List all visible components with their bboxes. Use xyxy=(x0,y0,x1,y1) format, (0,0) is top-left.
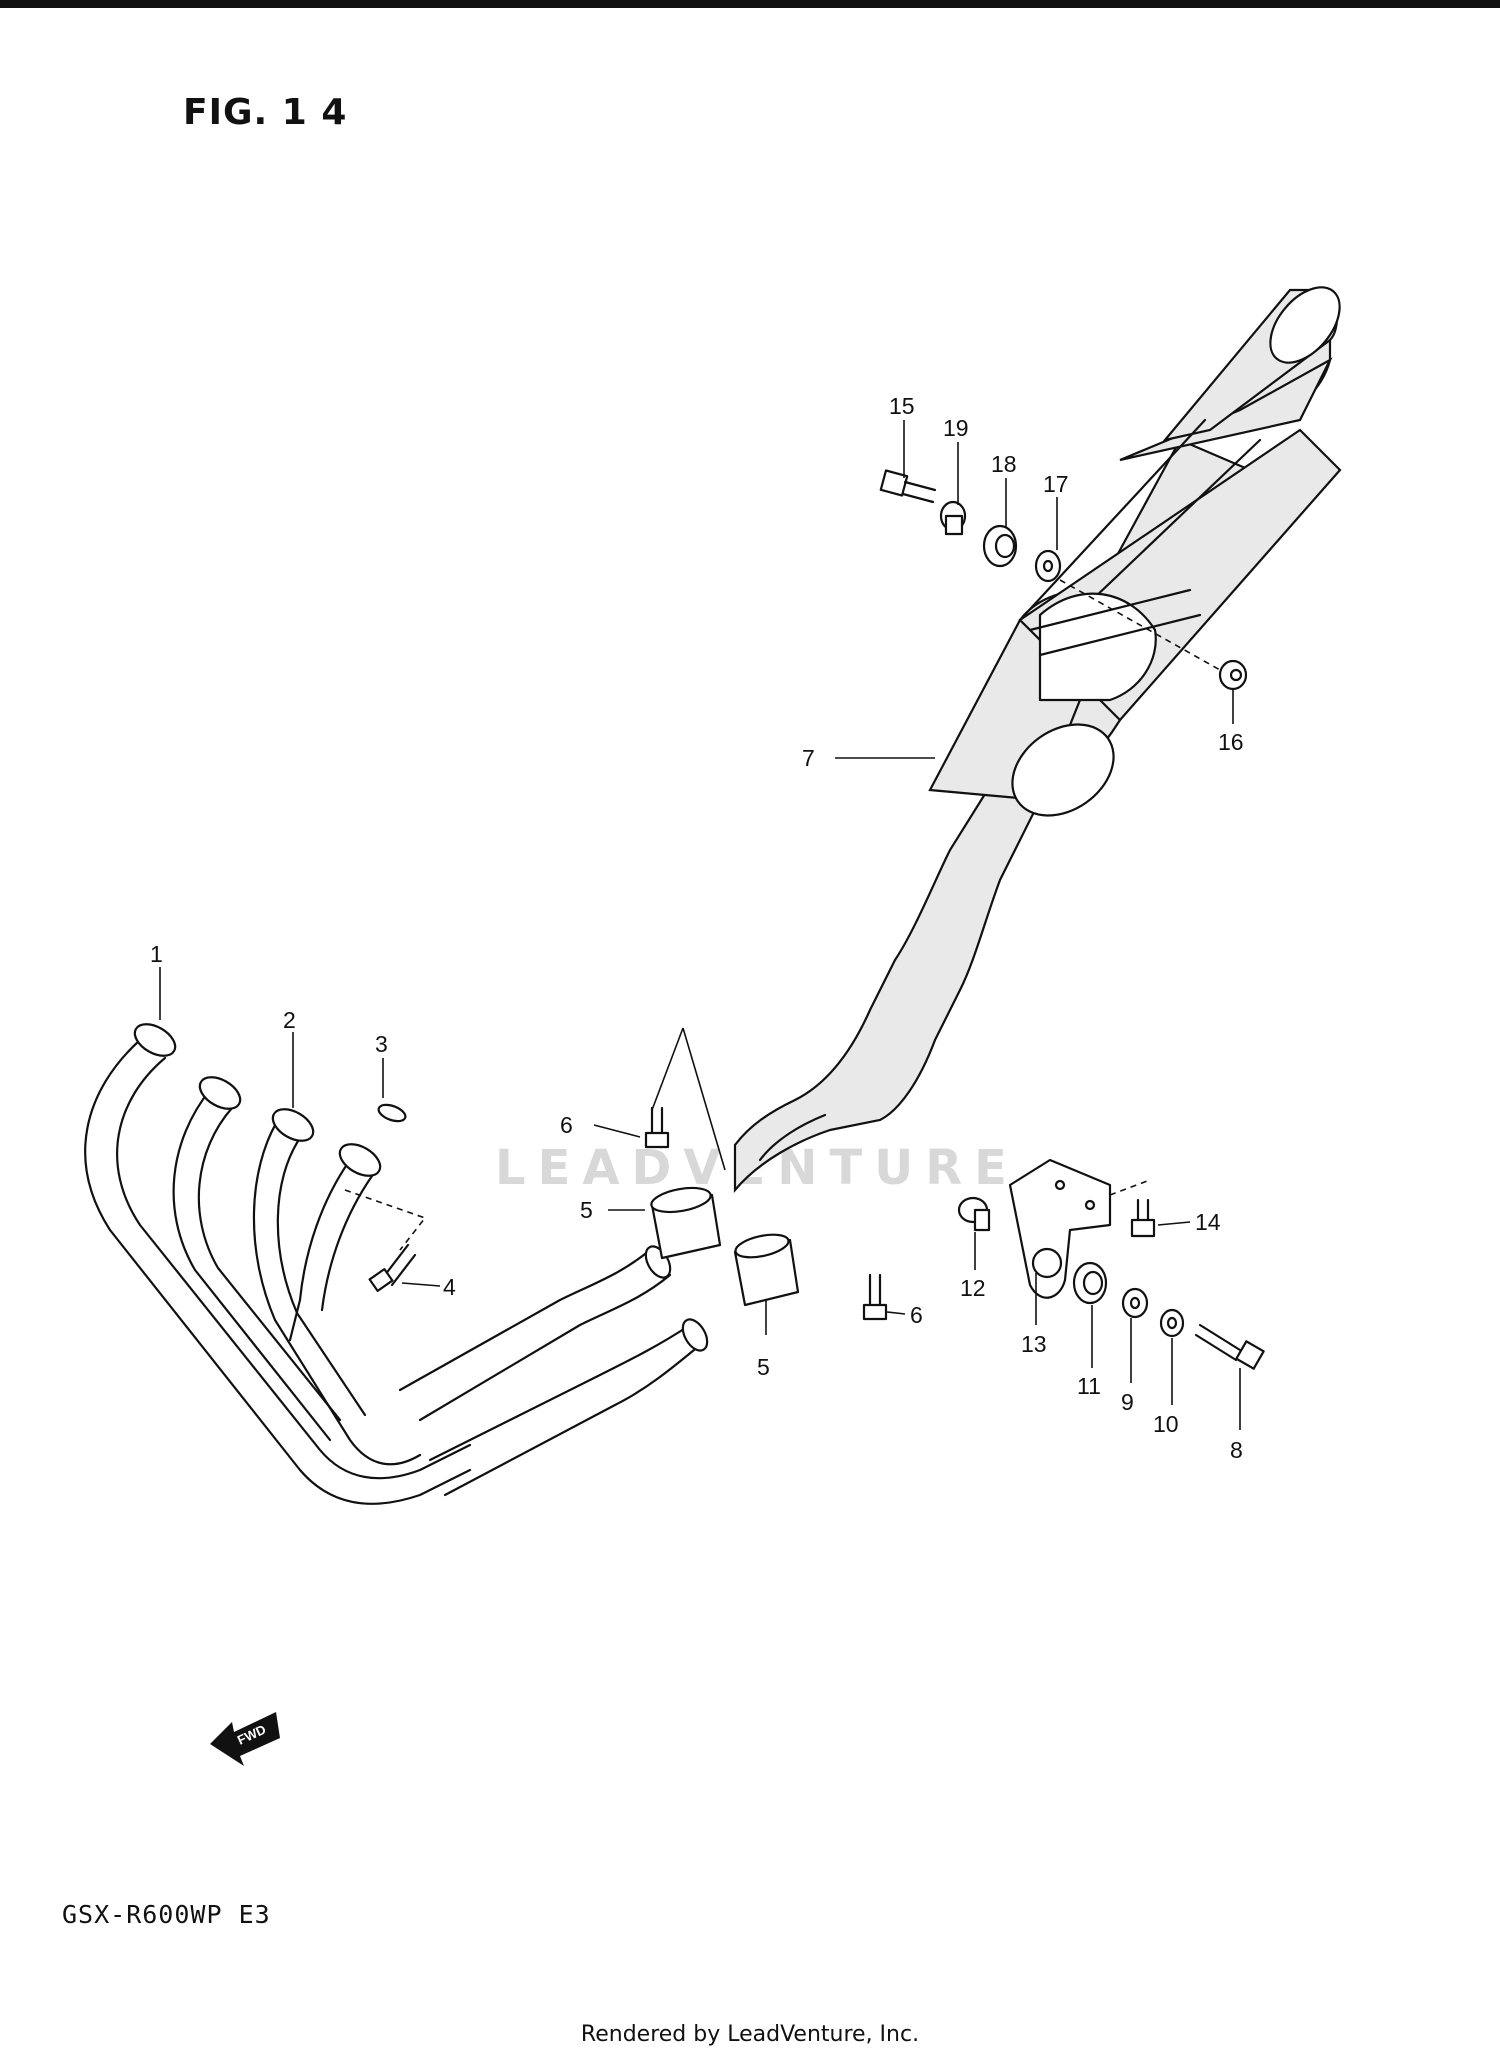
callout-19: 19 xyxy=(943,415,969,441)
callout-17: 17 xyxy=(1043,471,1069,497)
bracket-13[interactable] xyxy=(1008,1158,1112,1299)
fwd-arrow-icon: FWD xyxy=(210,1712,280,1766)
callout-11: 11 xyxy=(1077,1373,1101,1399)
rubber-11[interactable] xyxy=(1072,1261,1108,1305)
callout-15: 15 xyxy=(889,393,915,419)
figure-title: FIG. 1 4 xyxy=(183,92,348,133)
gasket-5a[interactable] xyxy=(650,1184,722,1260)
muffler-7[interactable] xyxy=(733,275,1353,1194)
clip-3[interactable] xyxy=(376,1102,407,1125)
collar-12[interactable] xyxy=(957,1196,991,1232)
callout-12: 12 xyxy=(960,1275,986,1301)
bolt-6b[interactable] xyxy=(862,1273,888,1321)
callout-labels: 1 2 3 4 5 5 6 6 7 8 9 10 11 12 13 14 15 … xyxy=(150,393,1244,1463)
collar-19[interactable] xyxy=(939,500,967,536)
model-code: GSX-R600WP E3 xyxy=(62,1900,271,1929)
bolt-8[interactable] xyxy=(1194,1323,1265,1370)
callout-14: 14 xyxy=(1195,1209,1221,1235)
leader-lines xyxy=(159,420,1241,1430)
callout-5b: 5 xyxy=(757,1354,770,1380)
callout-3: 3 xyxy=(375,1031,388,1057)
callout-10: 10 xyxy=(1153,1411,1179,1437)
callout-16: 16 xyxy=(1218,729,1244,755)
callout-2: 2 xyxy=(283,1007,296,1033)
callout-13: 13 xyxy=(1021,1331,1047,1357)
callout-8: 8 xyxy=(1230,1437,1243,1463)
top-border xyxy=(0,0,1500,8)
footer-credit: Rendered by LeadVenture, Inc. xyxy=(580,2022,920,2047)
bolt-15[interactable] xyxy=(879,469,937,504)
bolt-4[interactable] xyxy=(368,1243,417,1292)
washer-17[interactable] xyxy=(1034,549,1062,583)
rubber-18[interactable] xyxy=(982,524,1018,568)
callout-7: 7 xyxy=(802,745,815,771)
bolt-6a[interactable] xyxy=(644,1106,670,1149)
washer-10[interactable] xyxy=(1159,1308,1185,1338)
gasket-5b[interactable] xyxy=(733,1231,800,1307)
callout-5a: 5 xyxy=(580,1197,593,1223)
callout-9: 9 xyxy=(1121,1389,1134,1415)
callout-6b: 6 xyxy=(910,1302,923,1328)
callout-18: 18 xyxy=(991,451,1017,477)
nut-16[interactable] xyxy=(1218,659,1248,691)
callout-4: 4 xyxy=(443,1274,456,1300)
bolt-14[interactable] xyxy=(1130,1198,1156,1238)
washer-9[interactable] xyxy=(1121,1287,1149,1319)
header-pipes[interactable] xyxy=(84,1018,712,1505)
callout-6a: 6 xyxy=(560,1112,573,1138)
callout-1: 1 xyxy=(150,941,163,967)
